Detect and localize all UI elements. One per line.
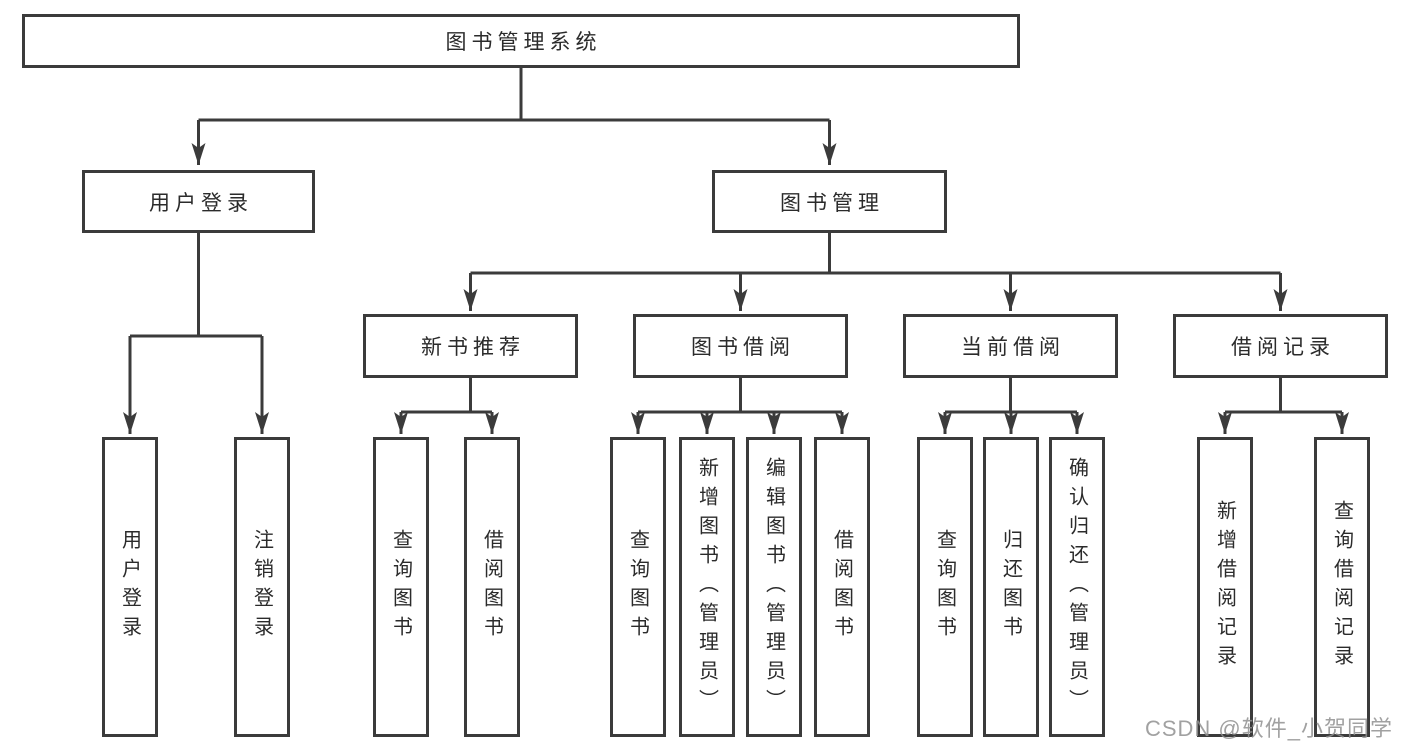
node-label: 新书推荐 [421,336,525,359]
node-label: 图书管理 [780,191,884,215]
leaf-label: 查询图书 [933,529,956,645]
node-root-library-management-system: 图书管理系统 [22,14,1020,68]
node-book-management: 图书管理 [712,170,947,233]
leaf-return-book: 归还图书 [983,437,1039,737]
leaf-borrow-books-recommend: 借阅图书 [464,437,520,737]
node-label: 当前借阅 [961,336,1065,359]
node-current-borrowing: 当前借阅 [903,314,1118,378]
leaf-label: 查询图书 [389,529,412,645]
leaf-label: 归还图书 [999,529,1022,645]
node-book-borrowing: 图书借阅 [633,314,848,378]
node-label: 图书借阅 [691,336,795,359]
node-label: 借阅记录 [1231,336,1335,359]
leaf-label: 新增图书（管理员） [695,456,718,718]
leaf-edit-book-admin: 编辑图书（管理员） [746,437,802,737]
leaf-confirm-return-admin: 确认归还（管理员） [1049,437,1105,737]
leaf-query-borrow-record: 查询借阅记录 [1314,437,1370,737]
leaf-label: 注销登录 [250,529,273,645]
node-new-book-recommendation: 新书推荐 [363,314,578,378]
leaf-label: 编辑图书（管理员） [762,456,785,718]
leaf-user-login: 用户登录 [102,437,158,737]
leaf-borrow-books-borrowing: 借阅图书 [814,437,870,737]
leaf-label: 借阅图书 [480,529,503,645]
leaf-add-book-admin: 新增图书（管理员） [679,437,735,737]
csdn-watermark: CSDN @软件_小贺同学 [1144,716,1393,741]
leaf-logout: 注销登录 [234,437,290,737]
node-borrowing-records: 借阅记录 [1173,314,1388,378]
leaf-label: 新增借阅记录 [1213,500,1236,674]
leaf-query-books-recommend: 查询图书 [373,437,429,737]
node-label: 图书管理系统 [445,31,602,54]
node-user-login: 用户登录 [82,170,315,233]
leaf-label: 查询图书 [626,529,649,645]
leaf-label: 确认归还（管理员） [1065,456,1088,718]
leaf-query-books-current: 查询图书 [917,437,973,737]
leaf-label: 借阅图书 [830,529,853,645]
leaf-add-borrow-record: 新增借阅记录 [1197,437,1253,737]
node-label: 用户登录 [149,191,253,215]
leaf-query-books-borrowing: 查询图书 [610,437,666,737]
leaf-label: 查询借阅记录 [1330,500,1353,674]
leaf-label: 用户登录 [118,529,141,645]
